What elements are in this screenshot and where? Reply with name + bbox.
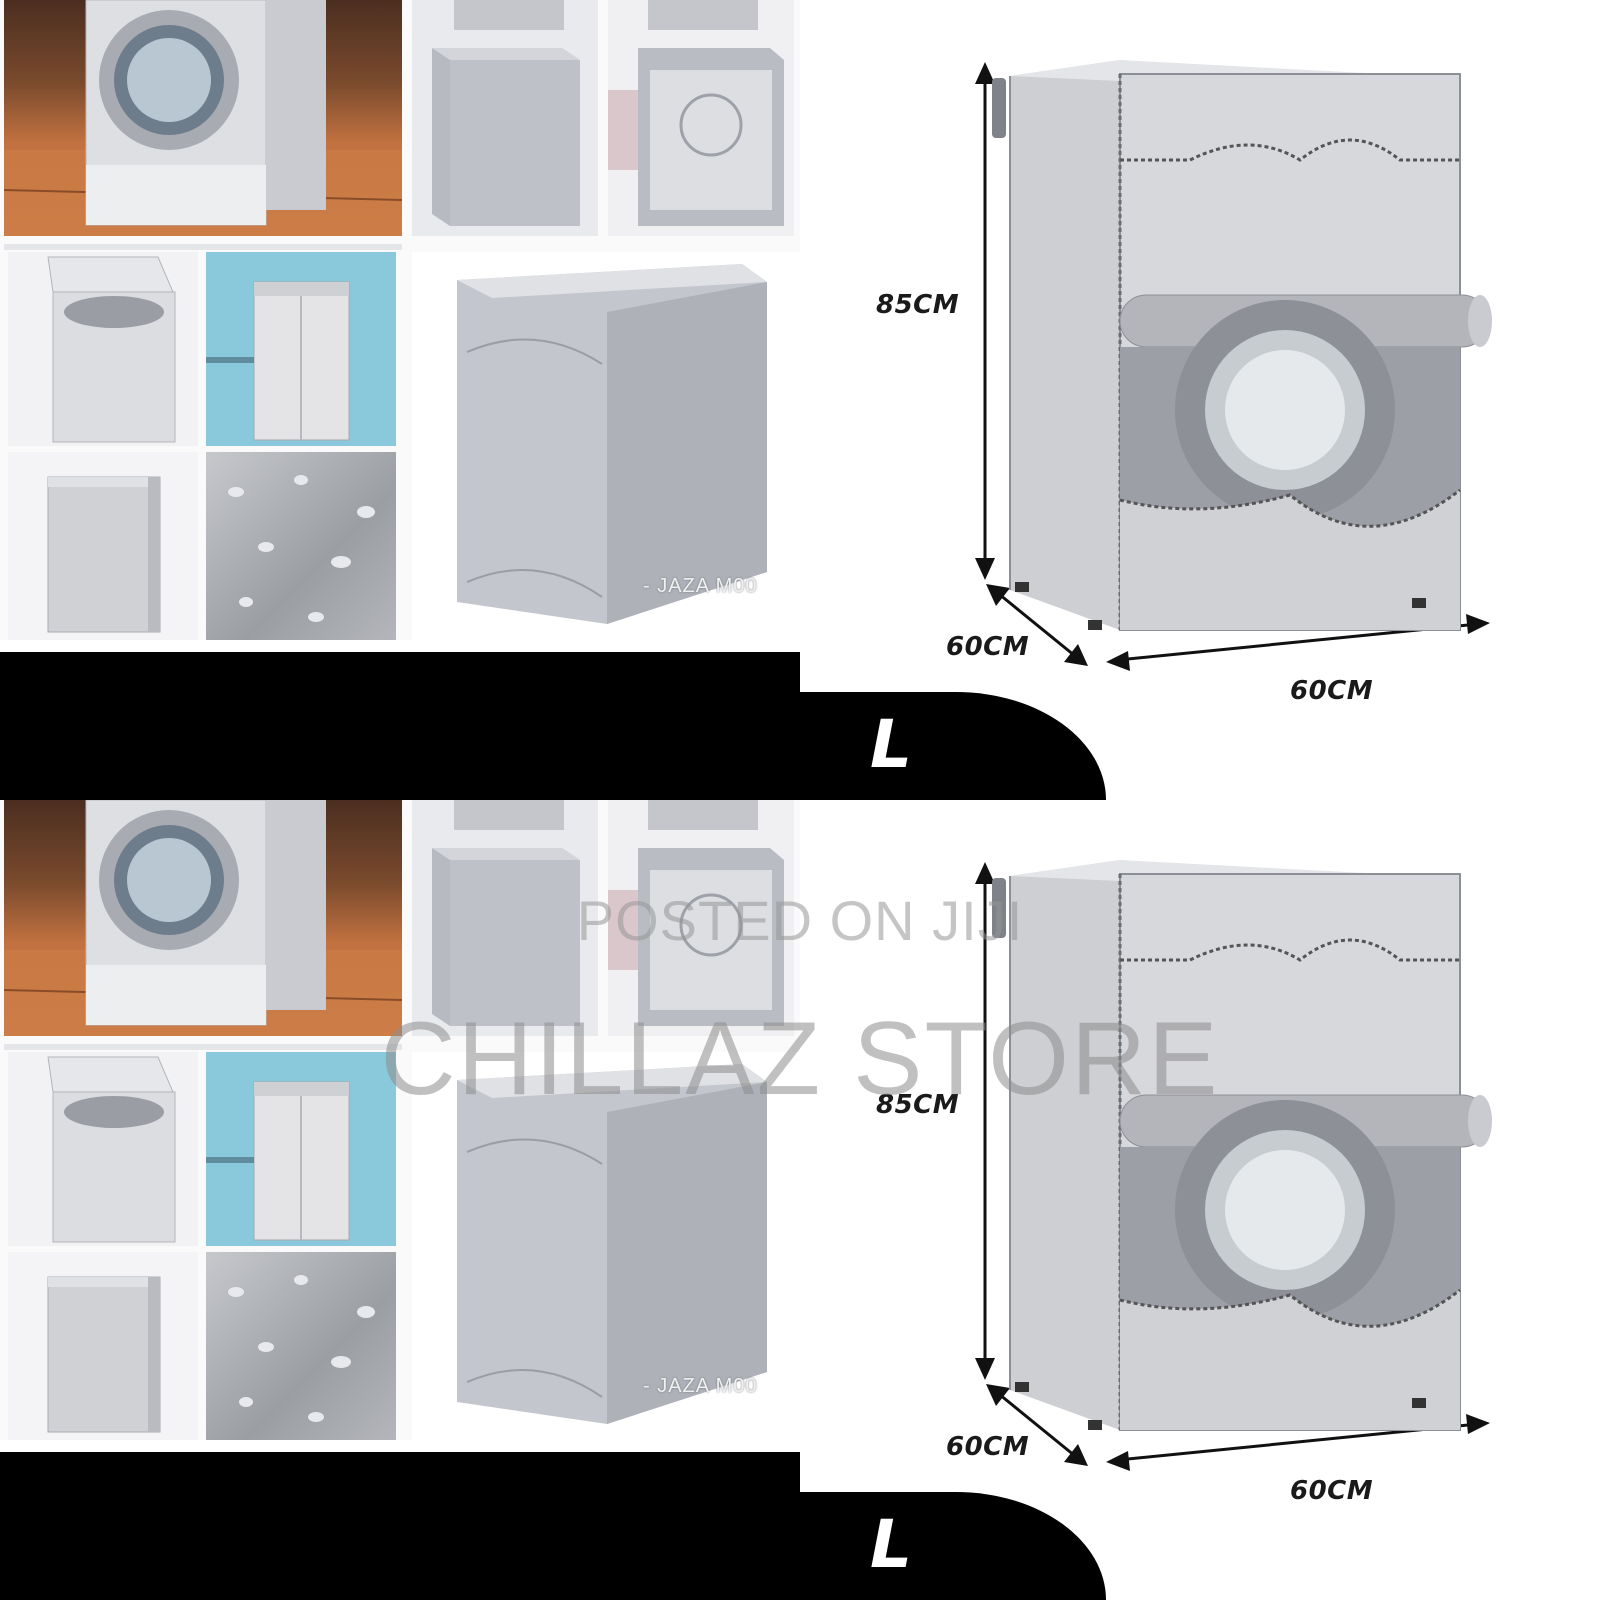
dimension-depth-label: 60CM <box>946 632 1030 662</box>
product-panel-bottom: - JAZA M00 L 85CM 60CM 60CM <box>0 800 1600 1600</box>
dimension-diagram <box>975 60 1492 671</box>
dimension-width-label: 60CM <box>1290 676 1374 706</box>
watermark-posted-on: POSTED ON JIJI <box>576 889 1024 952</box>
photo-top-load-open <box>8 252 198 446</box>
photo-caption: - JAZA M00 <box>643 1375 758 1397</box>
watermark-store-name: CHILLAZ STORE <box>380 1001 1220 1117</box>
photo-cover-closed <box>8 452 198 640</box>
photo-front-load-covered <box>4 0 402 236</box>
size-tab <box>780 1492 1106 1600</box>
dimension-width-label: 60CM <box>1290 1476 1374 1506</box>
photo-water-droplets <box>206 452 396 640</box>
size-band <box>0 1452 800 1600</box>
divider-strip <box>4 244 402 250</box>
dimension-height-label: 85CM <box>876 1090 960 1120</box>
product-panel-top: - JAZA M00 L <box>0 0 1492 800</box>
photo-blue-backdrop <box>206 1052 396 1246</box>
dimension-height-label: 85CM <box>876 290 960 320</box>
photo-cover-closed <box>8 1252 198 1440</box>
size-letter: L <box>870 1506 913 1583</box>
photo-cover-back <box>608 0 794 236</box>
size-band <box>0 652 800 800</box>
photo-cover-front <box>412 800 598 1036</box>
size-letter: L <box>870 706 913 783</box>
size-tab <box>780 692 1106 800</box>
photo-cover-large <box>412 1052 800 1440</box>
photo-blue-backdrop <box>206 252 396 446</box>
dimension-depth-label: 60CM <box>946 1432 1030 1462</box>
photo-top-load-open <box>8 1052 198 1246</box>
photo-caption: - JAZA M00 <box>643 575 758 597</box>
photo-cover-back <box>608 800 794 1036</box>
photo-front-load-covered <box>4 800 402 1036</box>
dimension-diagram <box>975 860 1492 1471</box>
photo-cover-front <box>412 0 598 236</box>
photo-water-droplets <box>206 1252 396 1440</box>
divider-strip <box>4 1044 402 1050</box>
photo-cover-large <box>412 252 800 640</box>
